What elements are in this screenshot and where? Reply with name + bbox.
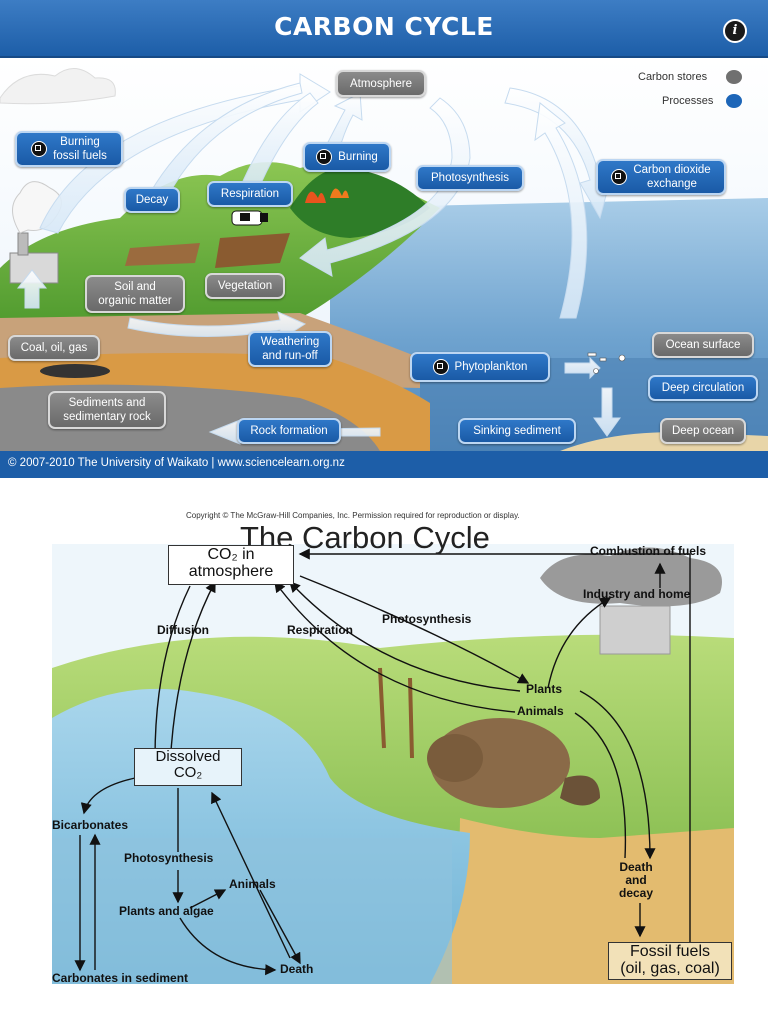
label-death: Death <box>280 962 314 976</box>
label-plants: Plants <box>526 682 563 696</box>
carbon-cycle-textbook-diagram: Copyright © The McGraw-Hill Companies, I… <box>0 478 768 1024</box>
legend-swatch-carbon-stores <box>726 70 742 84</box>
fire-icon <box>305 188 349 203</box>
legend-swatch-processes <box>726 94 742 108</box>
legend-label-carbon-stores: Carbon stores <box>638 71 708 83</box>
store-soil[interactable]: Soil and organic matter <box>85 275 185 313</box>
panel-header: CARBON CYCLE i <box>0 0 768 58</box>
process-weathering[interactable]: Weathering and run-off <box>248 331 332 367</box>
process-phytoplankton[interactable]: Phytoplankton <box>410 352 550 382</box>
label-combustion: Combustion of fuels <box>590 544 706 558</box>
label-industry: Industry and home <box>583 587 691 601</box>
store-coal-oil-gas[interactable]: Coal, oil, gas <box>8 335 100 361</box>
label-animals-land: Animals <box>517 704 564 718</box>
dissolved-co2-box: Dissolved CO₂ <box>134 748 242 786</box>
copyright-notice: Copyright © The McGraw-Hill Companies, I… <box>186 511 520 520</box>
store-ocean-surface[interactable]: Ocean surface <box>652 332 754 358</box>
fossil-fuels-box: Fossil fuels (oil, gas, coal) <box>608 942 732 980</box>
process-label: Carbon dioxide exchange <box>633 164 711 190</box>
reed-shape <box>378 667 414 759</box>
label-photosynthesis-water: Photosynthesis <box>124 851 214 865</box>
label-death-decay: Death and decay <box>619 860 654 900</box>
field-shape <box>215 233 290 268</box>
process-respiration[interactable]: Respiration <box>207 181 293 207</box>
label-bicarbonates: Bicarbonates <box>52 818 129 832</box>
label-carbonates: Carbonates in sediment <box>52 971 189 985</box>
process-label: Burning <box>338 151 378 163</box>
store-sediments[interactable]: Sediments and sedimentary rock <box>48 391 166 429</box>
label-respiration: Respiration <box>287 623 354 637</box>
process-sinking-sediment[interactable]: Sinking sediment <box>458 418 576 444</box>
process-icon <box>432 359 449 375</box>
process-deep-circulation[interactable]: Deep circulation <box>648 375 758 401</box>
cloud-shape <box>0 68 116 105</box>
raccoon-tail <box>560 775 600 806</box>
cycle-arrows <box>74 548 691 976</box>
panel-title: CARBON CYCLE <box>274 12 494 41</box>
underwater-area <box>52 838 452 984</box>
process-photosynthesis[interactable]: Photosynthesis <box>416 165 524 191</box>
footer-credit: © 2007-2010 The University of Waikato | … <box>8 457 345 469</box>
field-shape-2 <box>125 243 200 266</box>
co2-atmosphere-box: CO₂ in atmosphere <box>168 545 294 585</box>
coal-deposit <box>40 364 110 378</box>
label-diffusion: Diffusion <box>157 623 209 637</box>
process-label: Phytoplankton <box>454 361 528 373</box>
process-decay[interactable]: Decay <box>124 187 180 213</box>
label-plants-algae: Plants and algae <box>119 904 214 918</box>
store-atmosphere[interactable]: Atmosphere <box>336 70 426 97</box>
smoke-cloud <box>540 547 722 607</box>
process-burning-fossil-fuels[interactable]: Burning fossil fuels <box>15 131 123 167</box>
process-icon <box>31 141 48 157</box>
raccoon-head <box>427 734 483 782</box>
process-label: Burning fossil fuels <box>53 136 107 162</box>
process-icon <box>316 149 333 165</box>
phytoplankton-icon <box>587 352 626 374</box>
label-photosynthesis-land: Photosynthesis <box>382 612 472 626</box>
info-icon[interactable]: i <box>723 19 747 43</box>
panel-footer: © 2007-2010 The University of Waikato | … <box>0 451 768 478</box>
label-animals-water: Animals <box>229 877 276 891</box>
process-carbon-dioxide-exchange[interactable]: Carbon dioxide exchange <box>596 159 726 195</box>
carbon-cycle-interactive-panel: CARBON CYCLE i <box>0 0 768 478</box>
process-burning[interactable]: Burning <box>303 142 391 172</box>
process-icon <box>611 169 628 185</box>
forest-shape <box>290 167 430 238</box>
store-vegetation[interactable]: Vegetation <box>205 273 285 299</box>
legend-label-processes: Processes <box>662 95 714 107</box>
process-rock-formation[interactable]: Rock formation <box>237 418 341 444</box>
store-deep-ocean[interactable]: Deep ocean <box>660 418 746 444</box>
factory-building <box>599 605 671 655</box>
cow-icon <box>231 210 268 226</box>
